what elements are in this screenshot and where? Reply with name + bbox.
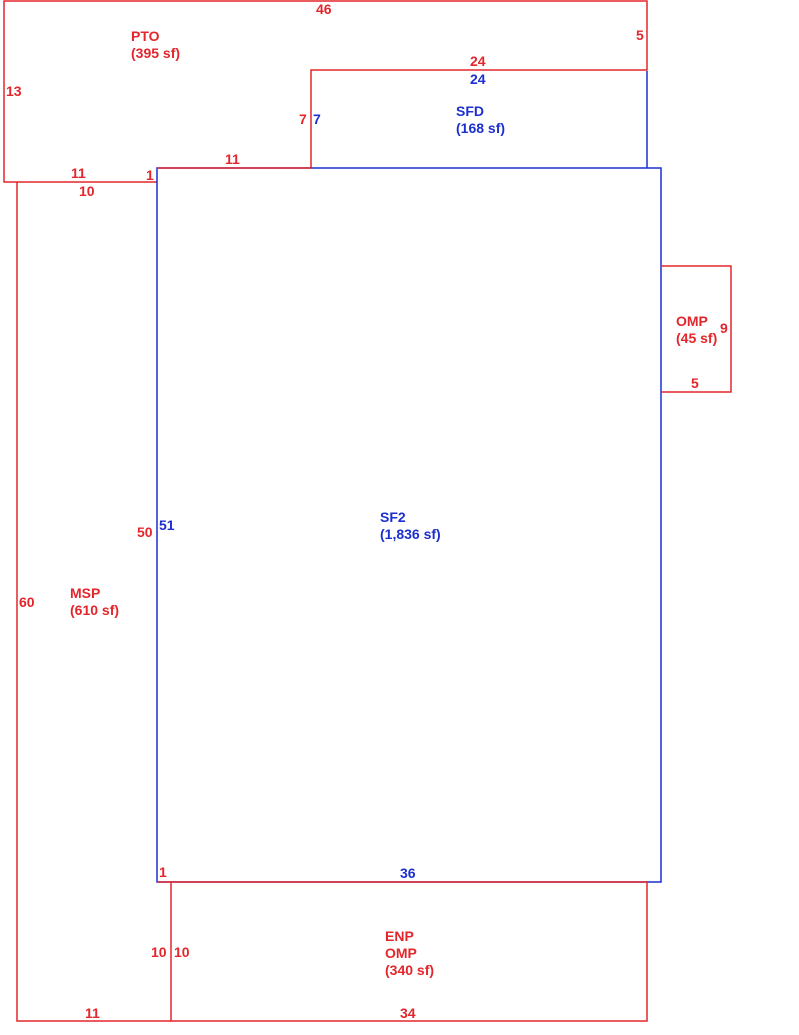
omp-outline	[661, 265, 732, 393]
dim-pto-step-one: 1	[146, 167, 154, 183]
dim-sfd-left: 7	[313, 111, 321, 127]
dim-msp-left: 60	[19, 594, 35, 610]
dim-pto-top: 46	[316, 1, 332, 17]
dim-enp-left-blue: 10	[174, 944, 190, 960]
dim-sf2-left-blue: 51	[159, 517, 175, 533]
msp-outline	[16, 182, 171, 1022]
dim-pto-step-top: 11	[71, 165, 86, 181]
dim-sf2-left-red: 50	[137, 524, 153, 540]
dim-omp-bottom: 5	[691, 375, 699, 391]
sf2-outline	[156, 167, 662, 883]
enp-area: (340 sf)	[385, 962, 434, 978]
dim-pto-step-bottom: 10	[79, 183, 95, 199]
dim-sfd-top-blue: 24	[470, 71, 486, 87]
pto-code: PTO	[131, 28, 160, 44]
omp-code: OMP	[676, 313, 708, 329]
enp-code-2: OMP	[385, 945, 417, 961]
sf2-code: SF2	[380, 509, 406, 525]
pto-area: (395 sf)	[131, 45, 180, 61]
dim-pto-left: 13	[6, 83, 22, 99]
dim-sf2-bottom: 36	[400, 865, 416, 881]
enp-outline	[157, 881, 648, 1022]
dim-sf2-corner: 1	[159, 864, 167, 880]
msp-area: (610 sf)	[70, 602, 119, 618]
dim-enp-bottom: 34	[400, 1005, 416, 1021]
pto-outline	[3, 0, 648, 183]
sfd-area: (168 sf)	[456, 120, 505, 136]
dim-pto-riser: 7	[299, 111, 307, 127]
msp-code: MSP	[70, 585, 100, 601]
enp-code: ENP	[385, 928, 414, 944]
omp-area: (45 sf)	[676, 330, 717, 346]
dim-omp-right: 9	[720, 320, 728, 336]
dim-msp-bottom: 11	[85, 1005, 100, 1021]
dim-enp-left-red: 10	[151, 944, 167, 960]
sfd-code: SFD	[456, 103, 484, 119]
dim-pto-right: 5	[636, 27, 644, 43]
dim-pto-inner: 11	[225, 151, 240, 167]
sf2-area: (1,836 sf)	[380, 526, 441, 542]
dim-sfd-top-red: 24	[470, 53, 486, 69]
